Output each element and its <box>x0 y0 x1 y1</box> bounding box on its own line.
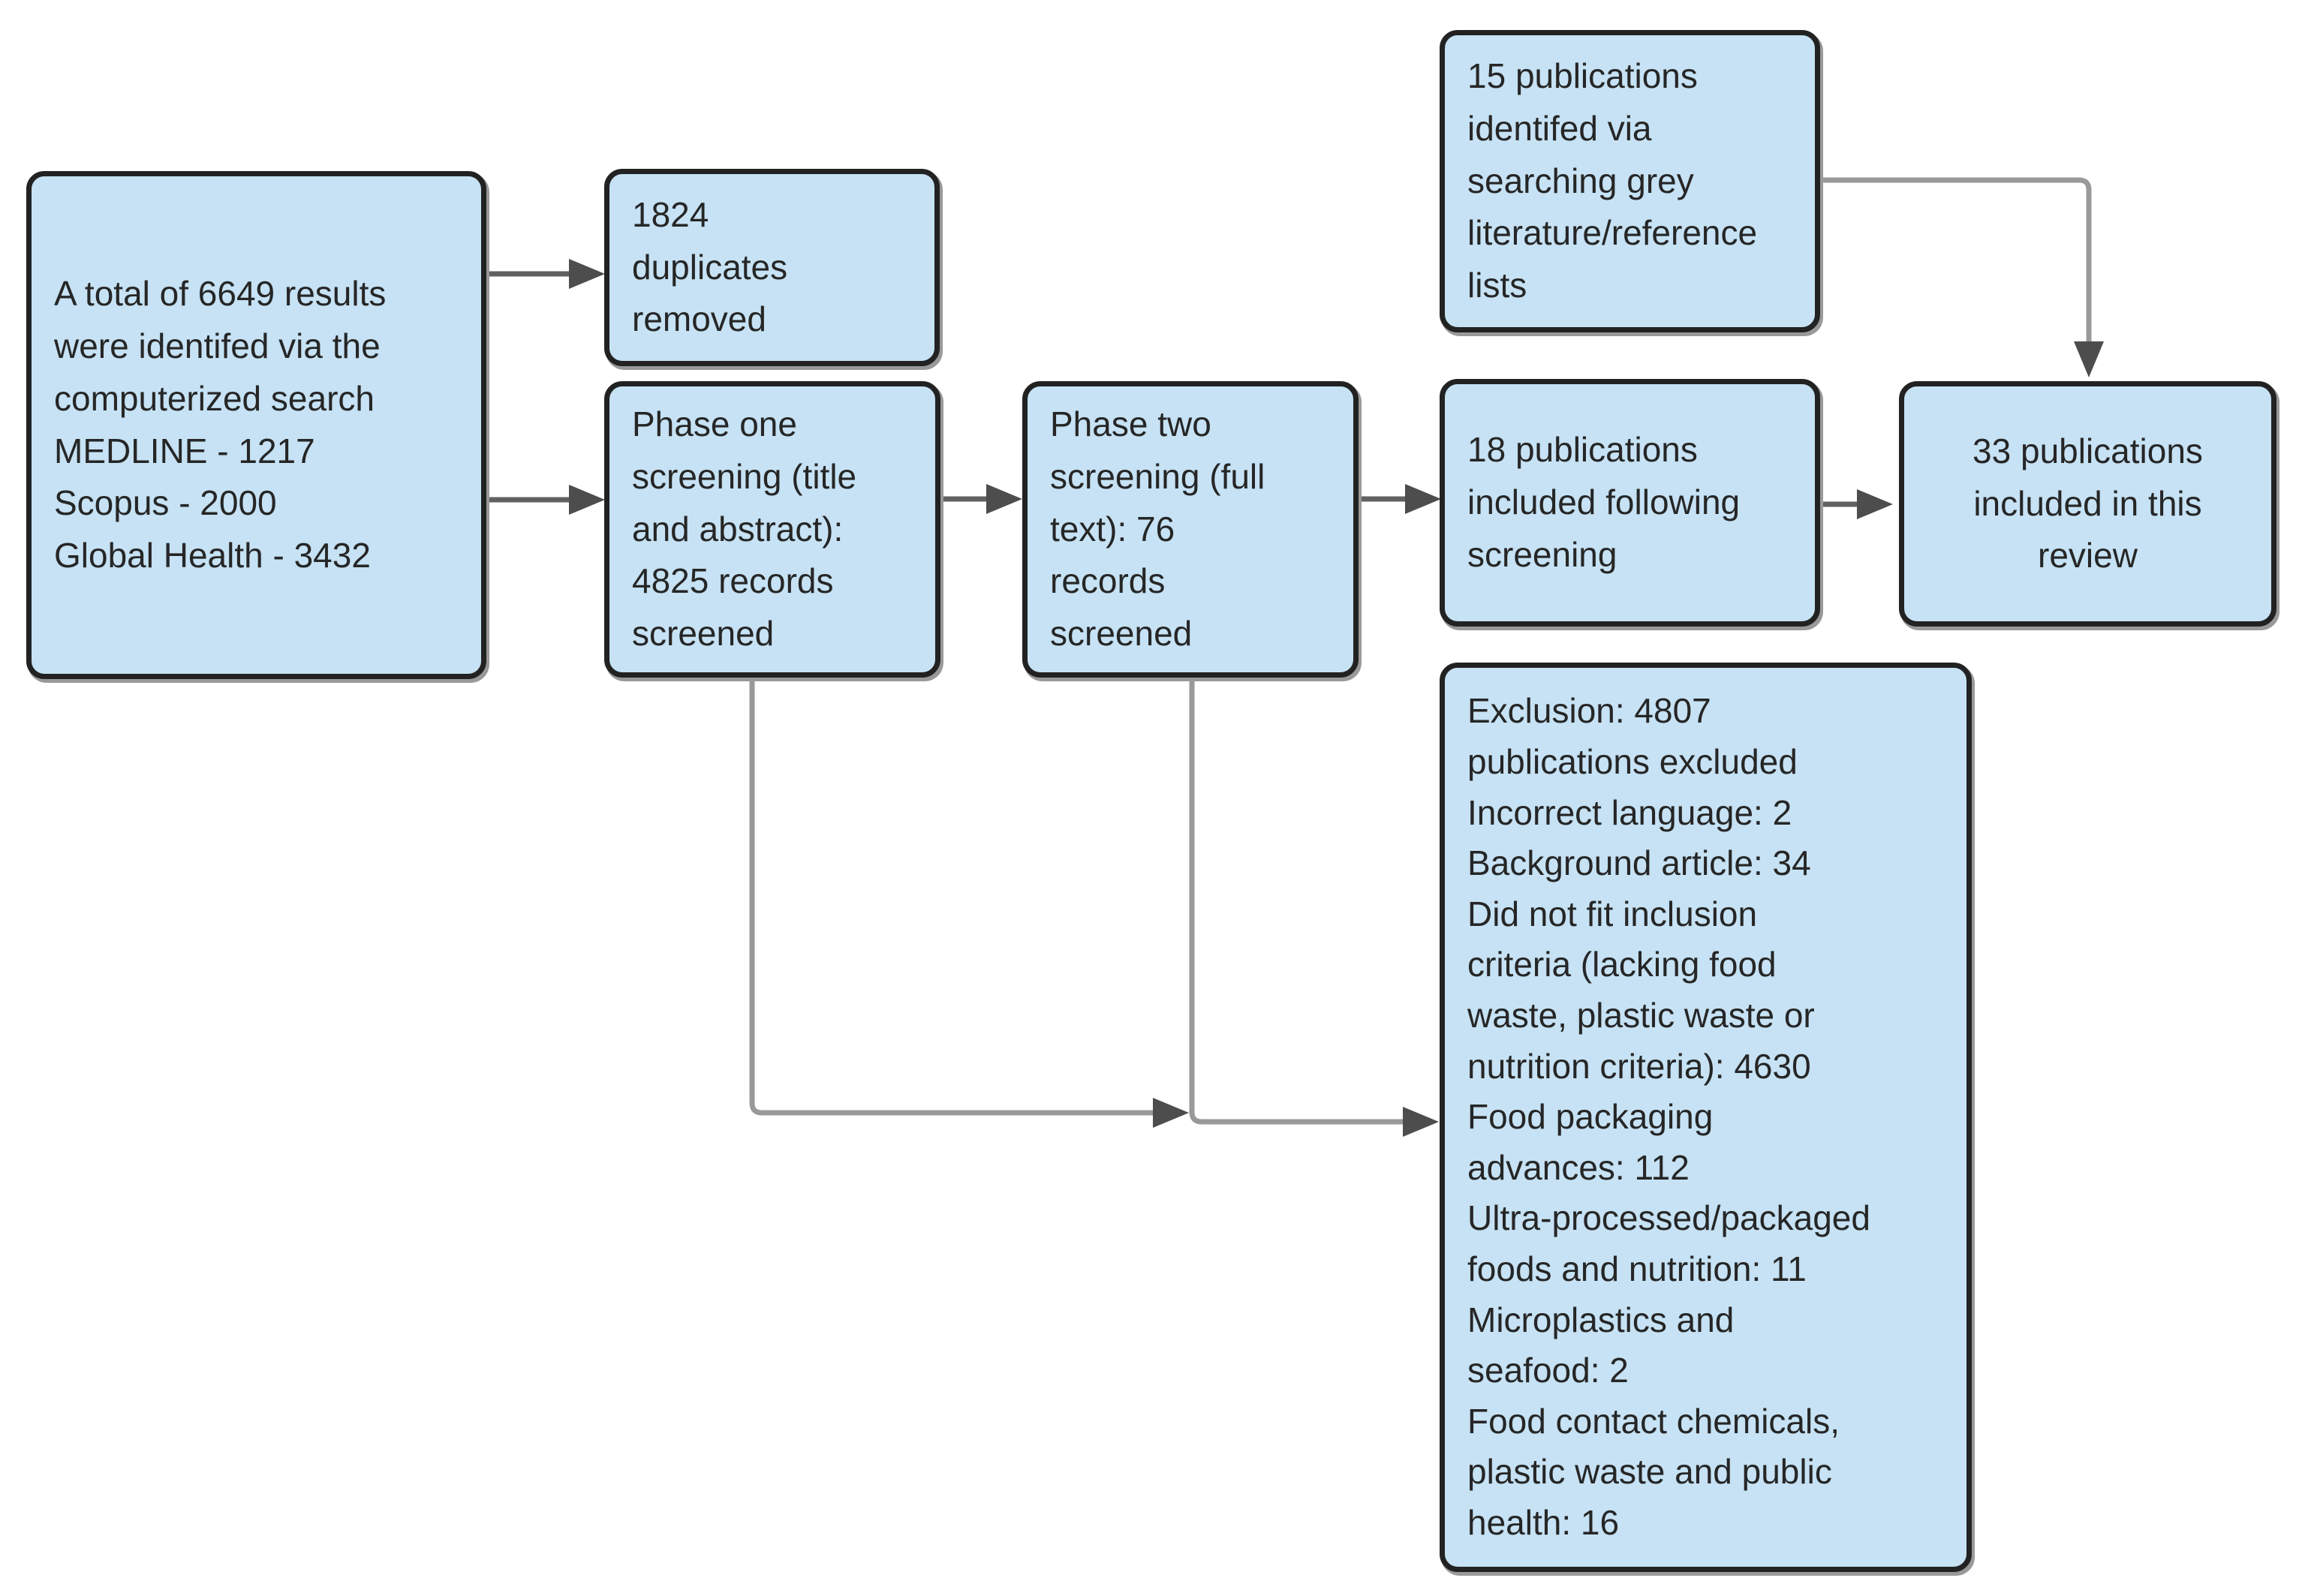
arrow-total-to-phase-one <box>486 485 605 515</box>
arrow-total-to-duplicates <box>486 259 605 289</box>
node-included-following-screening-text: 18 publications included following scree… <box>1467 430 1741 574</box>
node-grey-literature-text: 15 publications identifed via searching … <box>1467 56 1758 305</box>
node-phase-one-screening: Phase one screening (title and abstract)… <box>604 381 940 678</box>
node-total-results-text: A total of 6649 results were identifed v… <box>54 273 387 576</box>
node-duplicates-removed: 1824 duplicates removed <box>604 169 940 366</box>
node-duplicates-removed-text: 1824 duplicates removed <box>632 194 788 339</box>
node-phase-two-screening-text: Phase two screening (full text): 76 reco… <box>1050 404 1265 654</box>
arrow-included-to-review <box>1820 489 1893 519</box>
arrow-phase-two-to-exclusion <box>1189 678 1439 1137</box>
node-included-following-screening: 18 publications included following scree… <box>1440 379 1820 627</box>
node-phase-two-screening: Phase two screening (full text): 76 reco… <box>1022 381 1359 678</box>
arrow-phase-two-to-included <box>1359 484 1441 514</box>
node-included-in-review-text: 33 publications included in this review <box>1973 431 2203 576</box>
arrow-phase-one-to-phase-two <box>940 484 1022 514</box>
arrow-grey-literature-to-review <box>1820 177 2104 377</box>
node-exclusion: Exclusion: 4807 publications excluded In… <box>1440 663 1972 1572</box>
node-total-results: A total of 6649 results were identifed v… <box>26 171 486 679</box>
node-phase-one-screening-text: Phase one screening (title and abstract)… <box>632 404 857 654</box>
node-exclusion-text: Exclusion: 4807 publications excluded In… <box>1467 691 1870 1543</box>
arrow-phase-one-to-exclusion <box>749 678 1189 1128</box>
node-included-in-review: 33 publications included in this review <box>1899 381 2276 627</box>
node-grey-literature: 15 publications identifed via searching … <box>1440 30 1820 332</box>
